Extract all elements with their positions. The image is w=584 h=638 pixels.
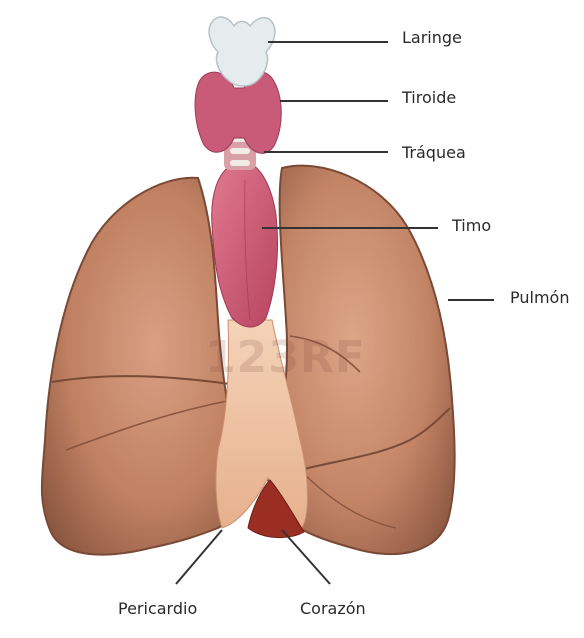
label-pericardio: Pericardio <box>118 601 197 617</box>
label-traquea: Tráquea <box>402 145 466 161</box>
label-pulmon: Pulmón <box>510 290 569 306</box>
watermark: 123RF <box>205 332 366 383</box>
label-timo: Timo <box>452 218 491 234</box>
label-corazon: Corazón <box>300 601 366 617</box>
label-laringe: Laringe <box>402 30 462 46</box>
label-tiroide: Tiroide <box>402 90 456 106</box>
